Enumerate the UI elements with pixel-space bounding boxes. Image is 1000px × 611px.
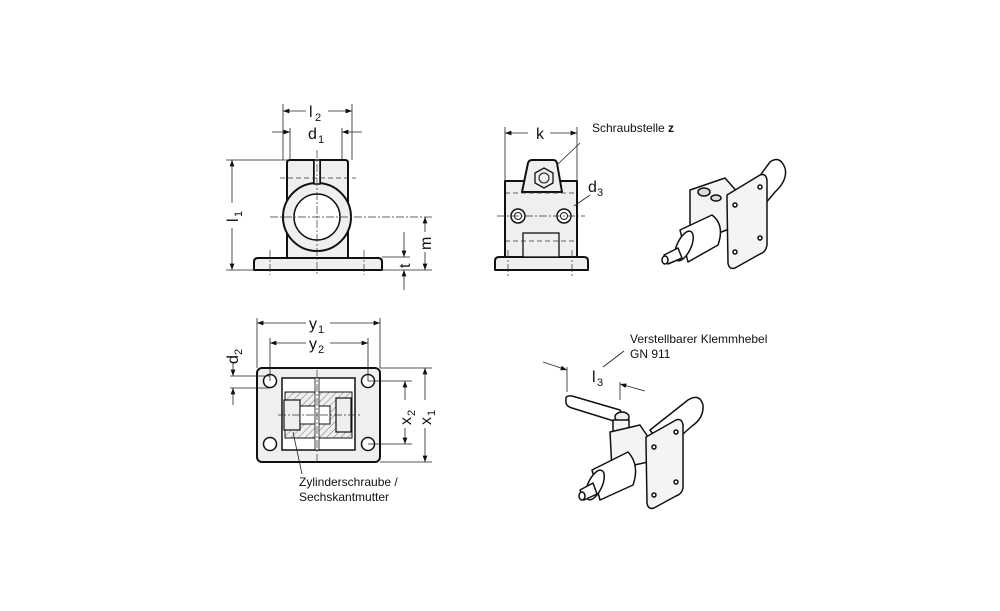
svg-text:y: y	[309, 316, 317, 333]
svg-text:x: x	[398, 417, 415, 425]
svg-text:1: 1	[318, 134, 324, 146]
label-screw-point: Schraubstelle z	[592, 121, 674, 135]
svg-text:k: k	[536, 126, 545, 143]
svg-text:2: 2	[406, 410, 418, 416]
svg-text:1: 1	[318, 324, 324, 336]
isometric-view-lever	[542, 350, 704, 510]
top-view	[230, 318, 432, 475]
label-screw-line2: Sechskantmutter	[299, 490, 389, 504]
svg-text:3: 3	[597, 187, 603, 199]
svg-text:2: 2	[233, 349, 245, 355]
svg-text:m: m	[418, 237, 435, 250]
svg-text:x: x	[418, 417, 435, 425]
label-x1: x1	[418, 410, 438, 425]
svg-text:2: 2	[315, 112, 321, 124]
svg-text:l: l	[309, 104, 313, 121]
svg-text:1: 1	[233, 211, 245, 217]
label-l1: l1	[225, 211, 245, 222]
svg-text:d: d	[588, 179, 597, 196]
isometric-view-clamp	[661, 158, 787, 270]
label-lever-line1: Verstellbarer Klemmhebel	[630, 332, 767, 346]
svg-text:l: l	[225, 218, 242, 222]
svg-text:1: 1	[426, 410, 438, 416]
svg-text:2: 2	[318, 344, 324, 356]
front-view	[226, 104, 432, 290]
svg-text:l: l	[592, 369, 596, 386]
svg-text:3: 3	[597, 377, 603, 389]
label-x2: x2	[398, 410, 418, 425]
svg-text:d: d	[225, 355, 242, 364]
svg-text:y: y	[309, 336, 317, 353]
label-lever-line2: GN 911	[630, 347, 671, 361]
label-m: m	[418, 237, 435, 250]
label-screw-line1: Zylinderschraube /	[299, 475, 398, 489]
label-t: t	[397, 263, 414, 268]
side-view	[494, 127, 591, 276]
label-k: k	[536, 126, 545, 143]
svg-text:t: t	[397, 263, 414, 268]
label-d2: d2	[225, 349, 245, 364]
svg-text:d: d	[308, 126, 317, 143]
